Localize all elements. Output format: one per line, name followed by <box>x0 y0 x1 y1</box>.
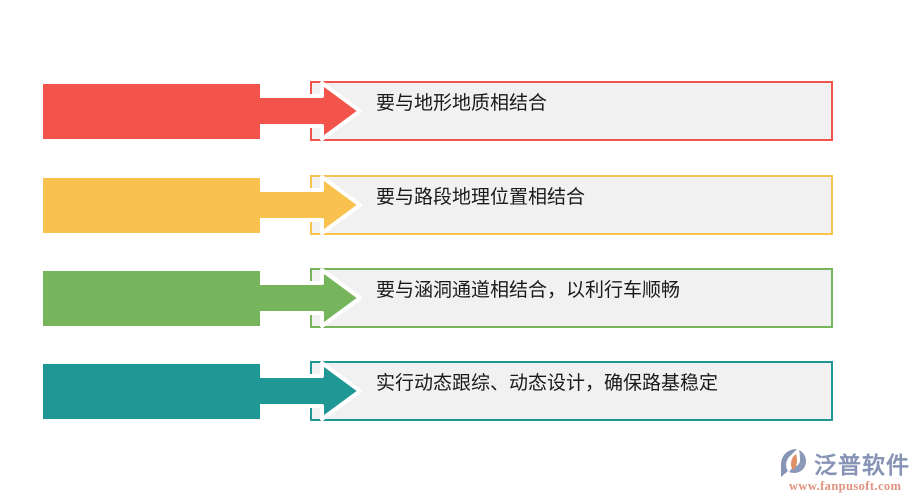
arrow-right-icon <box>250 175 362 235</box>
label-box-2: 要与路段地理位置相结合 <box>310 175 833 235</box>
flow-row-4: 实行动态跟综、动态设计，确保路基稳定 <box>0 361 920 421</box>
brand-url: www.fanpusoft.com <box>789 479 902 493</box>
label-text-1: 要与地形地质相结合 <box>376 93 548 114</box>
fanpu-watermark: 泛普软件 www.fanpusoft.com <box>779 446 919 494</box>
label-box-4: 实行动态跟综、动态设计，确保路基稳定 <box>310 361 833 421</box>
label-box-1: 要与地形地质相结合 <box>310 81 833 141</box>
label-text-2: 要与路段地理位置相结合 <box>376 187 586 208</box>
label-box-3: 要与涵洞通道相结合，以利行车顺畅 <box>310 268 833 328</box>
color-block-1 <box>43 84 260 139</box>
color-block-3 <box>43 271 260 326</box>
brand-name: 泛普软件 <box>814 452 910 478</box>
label-text-4: 实行动态跟综、动态设计，确保路基稳定 <box>376 373 719 394</box>
flow-row-1: 要与地形地质相结合 <box>0 81 920 141</box>
fanpu-swirl-icon <box>781 449 806 477</box>
flow-row-2: 要与路段地理位置相结合 <box>0 175 920 235</box>
arrow-right-icon <box>250 361 362 421</box>
fanpu-logo-row: 泛普软件 <box>779 446 919 480</box>
color-block-4 <box>43 364 260 419</box>
arrow-right-icon <box>250 268 362 328</box>
label-text-3: 要与涵洞通道相结合，以利行车顺畅 <box>376 280 681 301</box>
arrow-right-icon <box>250 81 362 141</box>
flow-row-3: 要与涵洞通道相结合，以利行车顺畅 <box>0 268 920 328</box>
color-block-2 <box>43 178 260 233</box>
